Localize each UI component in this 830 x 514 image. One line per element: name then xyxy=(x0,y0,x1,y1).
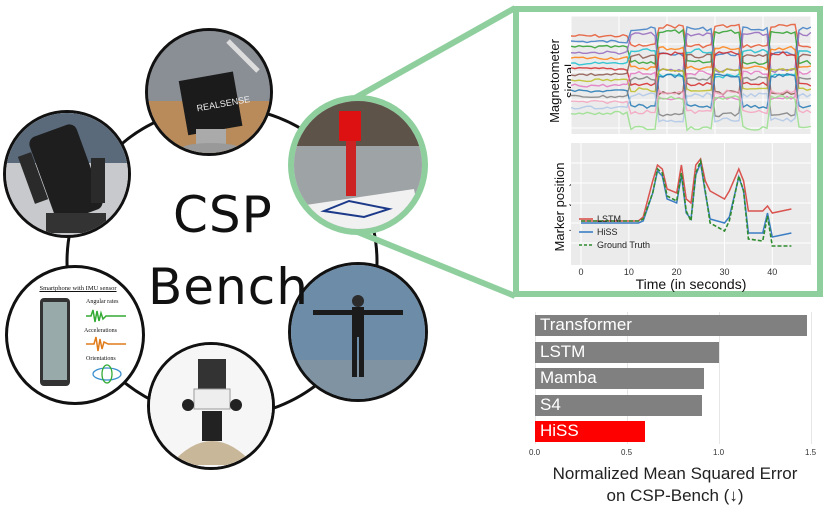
bar-label: HiSS xyxy=(540,421,579,440)
bottom-plot-xlabel: Time (in seconds) xyxy=(635,276,747,292)
magnetometer-series xyxy=(570,45,812,71)
marker-robot-photo xyxy=(288,95,428,235)
hiss-series xyxy=(581,160,792,238)
robot-hand-photo xyxy=(3,110,131,238)
bar-s4: S4 xyxy=(535,394,703,416)
bar-label: LSTM xyxy=(540,341,586,361)
bar-mamba: Mamba xyxy=(535,368,705,389)
magnetometer-plot xyxy=(570,15,812,134)
bar-xlabel-line2: on CSP-Bench (↓) xyxy=(606,486,744,505)
top-ylabel-line1: Magnetometer xyxy=(547,39,562,123)
orientation-icon xyxy=(92,364,122,384)
magnetometer-series xyxy=(570,74,812,118)
magnetometer-series xyxy=(570,95,812,132)
xtick-label: 0 xyxy=(578,267,583,277)
bar-xtick-label: 0.0 xyxy=(529,448,541,457)
bar-xtick-label: 1.0 xyxy=(713,448,725,457)
marker-position-plot: LSTM HiSS Ground Truth xyxy=(571,143,811,265)
bar-gridline xyxy=(811,312,812,444)
bar-label: S4 xyxy=(540,394,561,414)
quadruped-robot-photo xyxy=(147,342,275,470)
bar-xtick-label: 0.5 xyxy=(621,448,633,457)
bar-label: Mamba xyxy=(540,368,597,387)
smartphone-imu-photo: Smartphone with IMU sensor Angular rates… xyxy=(5,265,145,405)
xtick-label: 20 xyxy=(672,267,682,277)
accel-wave-icon xyxy=(86,336,126,352)
legend-label: HiSS xyxy=(597,227,618,237)
xtick-label: 40 xyxy=(767,267,777,277)
bar-hiss: HiSS xyxy=(535,421,646,442)
imu-title: Smartphone with IMU sensor xyxy=(39,285,117,292)
magnetometer-series xyxy=(570,67,812,93)
bar-gridline xyxy=(719,312,720,444)
realsense-camera-photo: REALSENSE xyxy=(145,28,273,156)
magnetometer-series xyxy=(570,72,812,110)
angular-wave-icon xyxy=(86,309,126,323)
magnetometer-series xyxy=(570,28,812,66)
title-line-1: CSP xyxy=(173,186,273,244)
bar-lstm: LSTM xyxy=(535,341,719,363)
lstm-series xyxy=(581,157,792,222)
bar-xtick-label: 1.5 xyxy=(805,448,817,457)
bottom-plot-xticks: 0 10 20 30 40 xyxy=(578,267,777,277)
magnetometer-series xyxy=(570,50,812,87)
xtick-label: 10 xyxy=(624,267,634,277)
bar-label: Transformer xyxy=(540,315,632,334)
imu-item-accel: Accelerations xyxy=(84,328,117,334)
imu-item-orient: Orientations xyxy=(86,356,116,362)
ground-truth-series xyxy=(581,157,792,247)
magnetometer-series xyxy=(571,89,812,115)
title-line-2: Bench xyxy=(148,258,309,316)
magnetometer-series xyxy=(570,23,812,49)
bar-xlabel-line1: Normalized Mean Squared Error xyxy=(552,464,798,483)
bottom-ylabel-line1: Marker position xyxy=(552,162,567,252)
magnetometer-series xyxy=(570,92,812,123)
person-tpose-photo xyxy=(288,262,428,402)
legend-label: Ground Truth xyxy=(597,240,650,250)
bar-transformer: Transformer xyxy=(535,315,808,336)
xtick-label: 30 xyxy=(719,267,729,277)
imu-item-angular: Angular rates xyxy=(86,299,119,305)
signal-panel: Magnetometer signal Marker position in x… xyxy=(513,6,823,297)
legend-label: LSTM xyxy=(597,214,621,224)
